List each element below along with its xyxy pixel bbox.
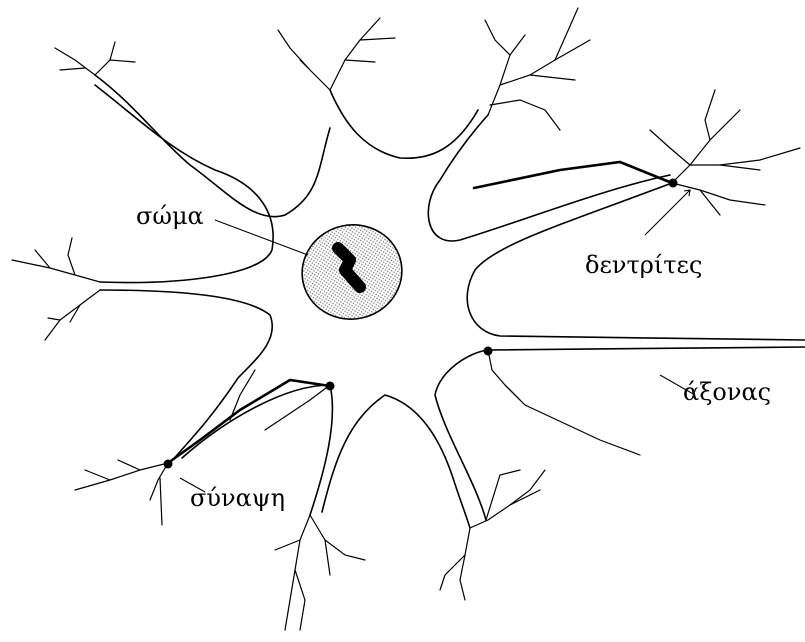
axon-label: άξονας	[683, 380, 771, 404]
dendrites-label: δεντρίτες	[585, 253, 702, 277]
dendrites-leader	[645, 190, 690, 235]
synapse-points	[164, 179, 678, 469]
soma-leader	[215, 220, 308, 255]
soma	[293, 216, 410, 329]
synapse-label: σύναψη	[190, 486, 285, 510]
cell-membrane-outline	[95, 75, 805, 528]
soma-label: σώμα	[136, 204, 204, 228]
dendrite-branches	[12, 8, 800, 630]
